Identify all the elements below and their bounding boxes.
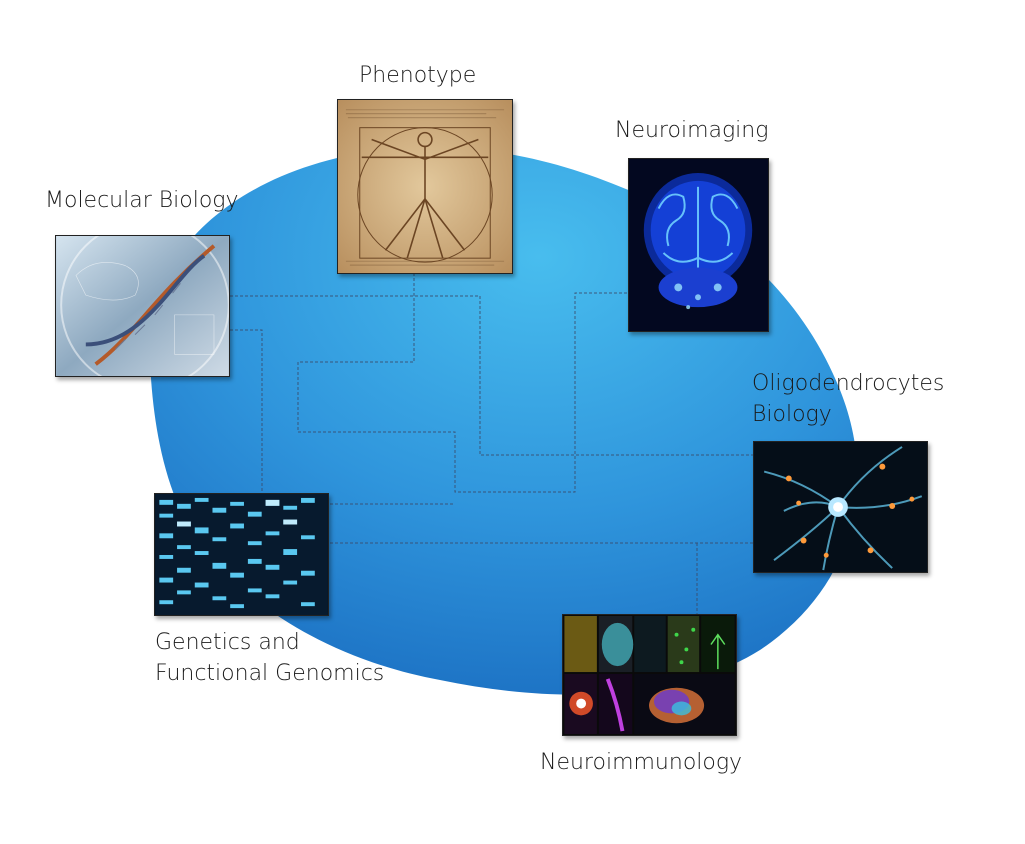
- label-molecular-biology: Molecular Biology: [45, 188, 239, 213]
- label-phenotype: Phenotype: [359, 63, 477, 88]
- neuroimaging-image: [628, 158, 769, 332]
- label-oligodendrocytes-line1: Oligodendrocytes: [752, 371, 945, 396]
- vitruvian-man-icon: [338, 100, 512, 273]
- brain-mri-icon: [629, 159, 768, 331]
- microscopy-collage-icon: [563, 615, 736, 735]
- label-neuroimmunology: Neuroimmunology: [540, 750, 743, 775]
- molecular-biology-image: [55, 235, 230, 377]
- phenotype-image: [337, 99, 513, 274]
- label-genetics-line2: Functional Genomics: [155, 661, 385, 686]
- dna-helix-icon: [56, 236, 229, 376]
- genetics-image: [154, 493, 329, 616]
- label-neuroimaging: Neuroimaging: [615, 118, 769, 143]
- label-oligodendrocytes-line2: Biology: [752, 402, 832, 427]
- label-genetics-line1: Genetics and: [155, 630, 300, 655]
- oligodendrocytes-image: [753, 441, 928, 573]
- dna-gel-bands-icon: [155, 494, 328, 615]
- neuron-cell-icon: [754, 442, 927, 572]
- neuroimmunology-image: [562, 614, 737, 736]
